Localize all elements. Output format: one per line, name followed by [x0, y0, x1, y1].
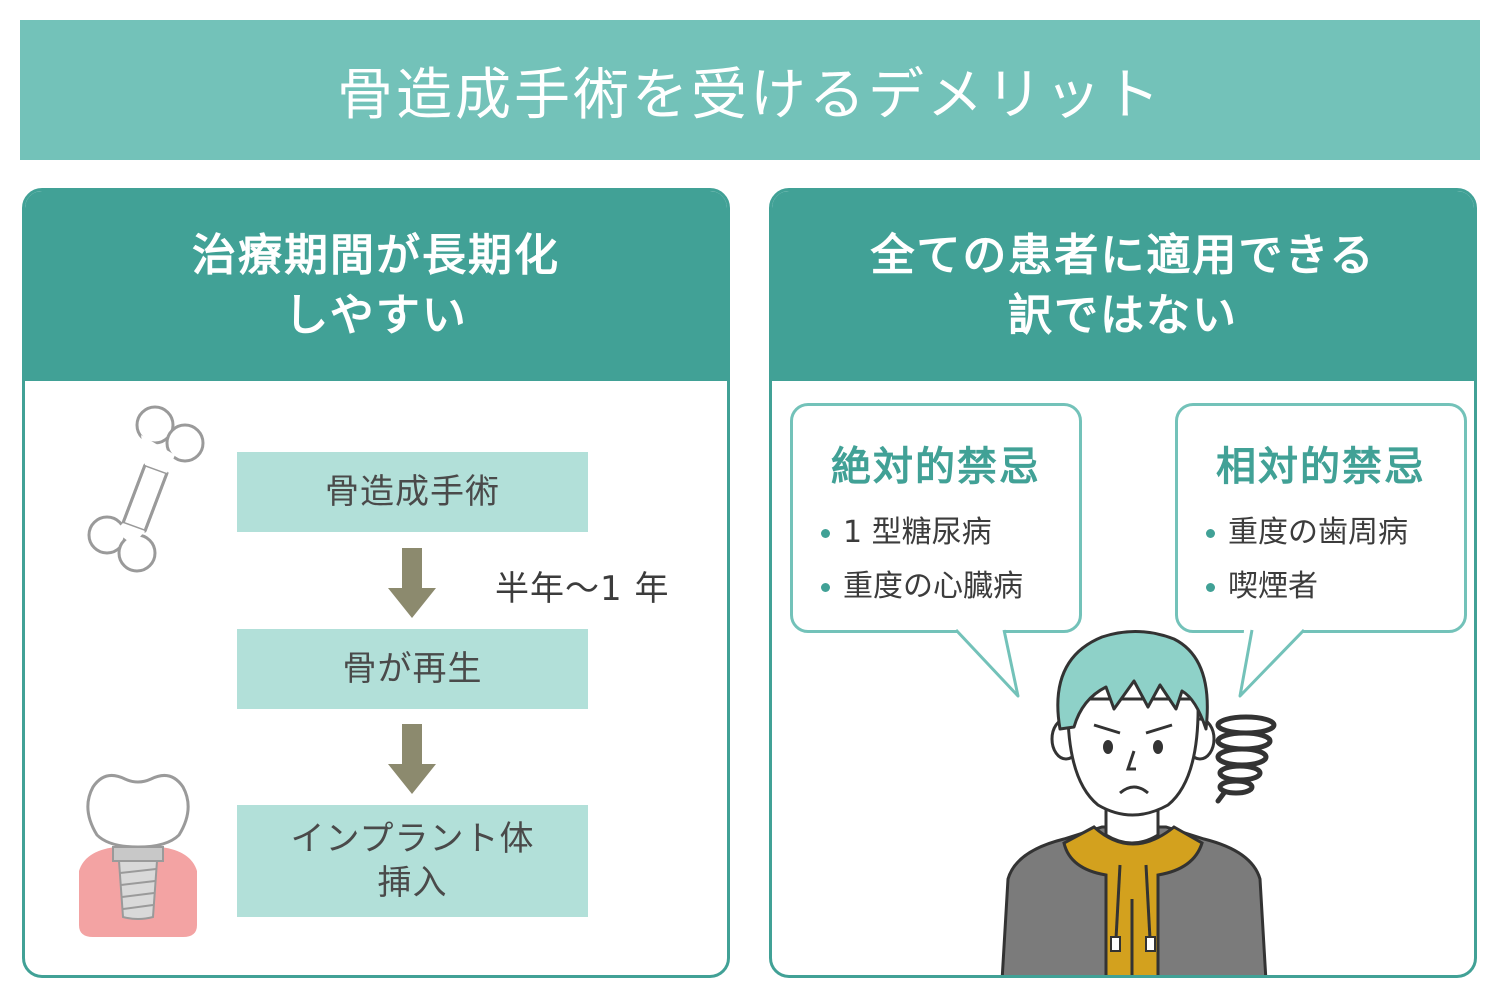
- panel-heading-line: 訳ではない: [1008, 290, 1238, 341]
- step-bone-augmentation: 骨造成手術: [237, 452, 588, 532]
- bone-icon: [87, 405, 205, 573]
- step-implant-insertion: インプラント体 挿入: [237, 805, 588, 917]
- page-title: 骨造成手術を受けるデメリット: [337, 62, 1163, 128]
- step-label: 骨造成手術: [325, 472, 500, 512]
- bubble-tail-left: [954, 628, 1020, 698]
- panel-header-right: 全ての患者に適用できる 訳ではない: [772, 191, 1474, 381]
- bubble-relative-contraindications: 相対的禁忌 重度の歯周病 喫煙者: [1175, 403, 1467, 633]
- duration-label: 半年〜1 年: [495, 569, 670, 609]
- down-arrow-icon: [388, 724, 436, 794]
- panel-heading-line: 治療期間が長期化: [192, 230, 560, 281]
- bubble-absolute-contraindications: 絶対的禁忌 1 型糖尿病 重度の心臓病: [790, 403, 1082, 633]
- contraindication-list: 1 型糖尿病 重度の心臓病: [819, 506, 1079, 614]
- list-item: 重度の歯周病: [1204, 506, 1464, 560]
- list-item: 1 型糖尿病: [819, 506, 1079, 560]
- bubble-title: 絶対的禁忌: [831, 444, 1041, 490]
- panel-heading-line: 全ての患者に適用できる: [870, 230, 1376, 281]
- list-item: 喫煙者: [1204, 560, 1464, 614]
- bubble-title: 相対的禁忌: [1216, 444, 1426, 490]
- contraindication-list: 重度の歯周病 喫煙者: [1204, 506, 1464, 614]
- down-arrow-icon: [388, 548, 436, 618]
- step-label: 挿入: [377, 863, 448, 903]
- step-label: 骨が再生: [342, 649, 483, 689]
- step-bone-regeneration: 骨が再生: [237, 629, 588, 709]
- crown-shape: [86, 773, 190, 849]
- panel-not-for-all-patients: 全ての患者に適用できる 訳ではない: [769, 188, 1477, 978]
- swirl-icon: [1215, 714, 1277, 804]
- panel-header-left: 治療期間が長期化 しやすい: [25, 191, 727, 381]
- panel-heading-line: しやすい: [284, 290, 468, 341]
- bubble-tail-right: [1238, 628, 1306, 698]
- confused-person-illustration: [1000, 629, 1268, 975]
- list-item: 重度の心臓病: [819, 560, 1079, 614]
- page-title-banner: 骨造成手術を受けるデメリット: [20, 20, 1480, 160]
- implant-tooth-icon: [79, 773, 197, 937]
- panel-treatment-duration: 治療期間が長期化 しやすい 骨造成手術 半年〜1 年 骨が再生 インプラント体: [22, 188, 730, 978]
- step-label: インプラント体: [290, 819, 535, 859]
